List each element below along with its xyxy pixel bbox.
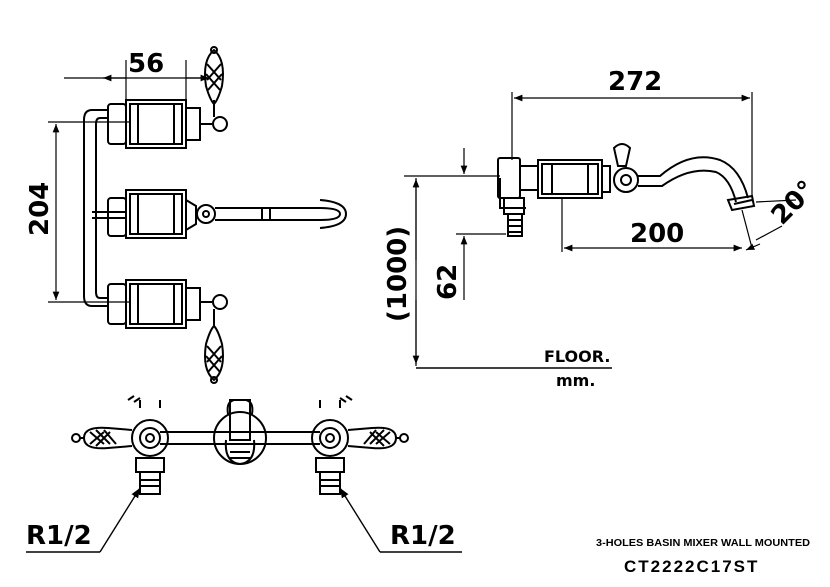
top-view [71,395,409,495]
side-handle-icon [612,143,632,167]
dim-1000: (1000) [383,226,413,322]
side-view [497,143,756,237]
bottom-handle-icon [204,309,224,384]
bottom-valve-body [107,279,228,329]
model-number: CT2222C17ST [624,557,759,576]
dim-angle-20: 20° [766,175,822,231]
dim-200: 200 [630,219,684,249]
dim-272: 272 [608,67,662,97]
right-valve-top [311,395,409,495]
thread-left-label: R1/2 [26,521,92,551]
thread-leaders [26,487,462,553]
product-description: 3-HOLES BASIN MIXER WALL MOUNTED [596,537,810,549]
dim-204: 204 [25,182,55,236]
spout-body [107,189,348,239]
floor-label: FLOOR. [544,347,610,366]
dim-62: 62 [433,264,463,300]
top-handle-icon [204,46,224,117]
left-valve-top [71,395,169,495]
side-view-dimensions [404,92,797,369]
unit-label: mm. [556,371,595,390]
front-view-dimensions [48,60,209,303]
spout-top [213,399,267,466]
dim-56: 56 [128,49,164,79]
top-valve-body [107,99,228,149]
thread-right-label: R1/2 [390,521,456,551]
front-view [83,46,348,384]
